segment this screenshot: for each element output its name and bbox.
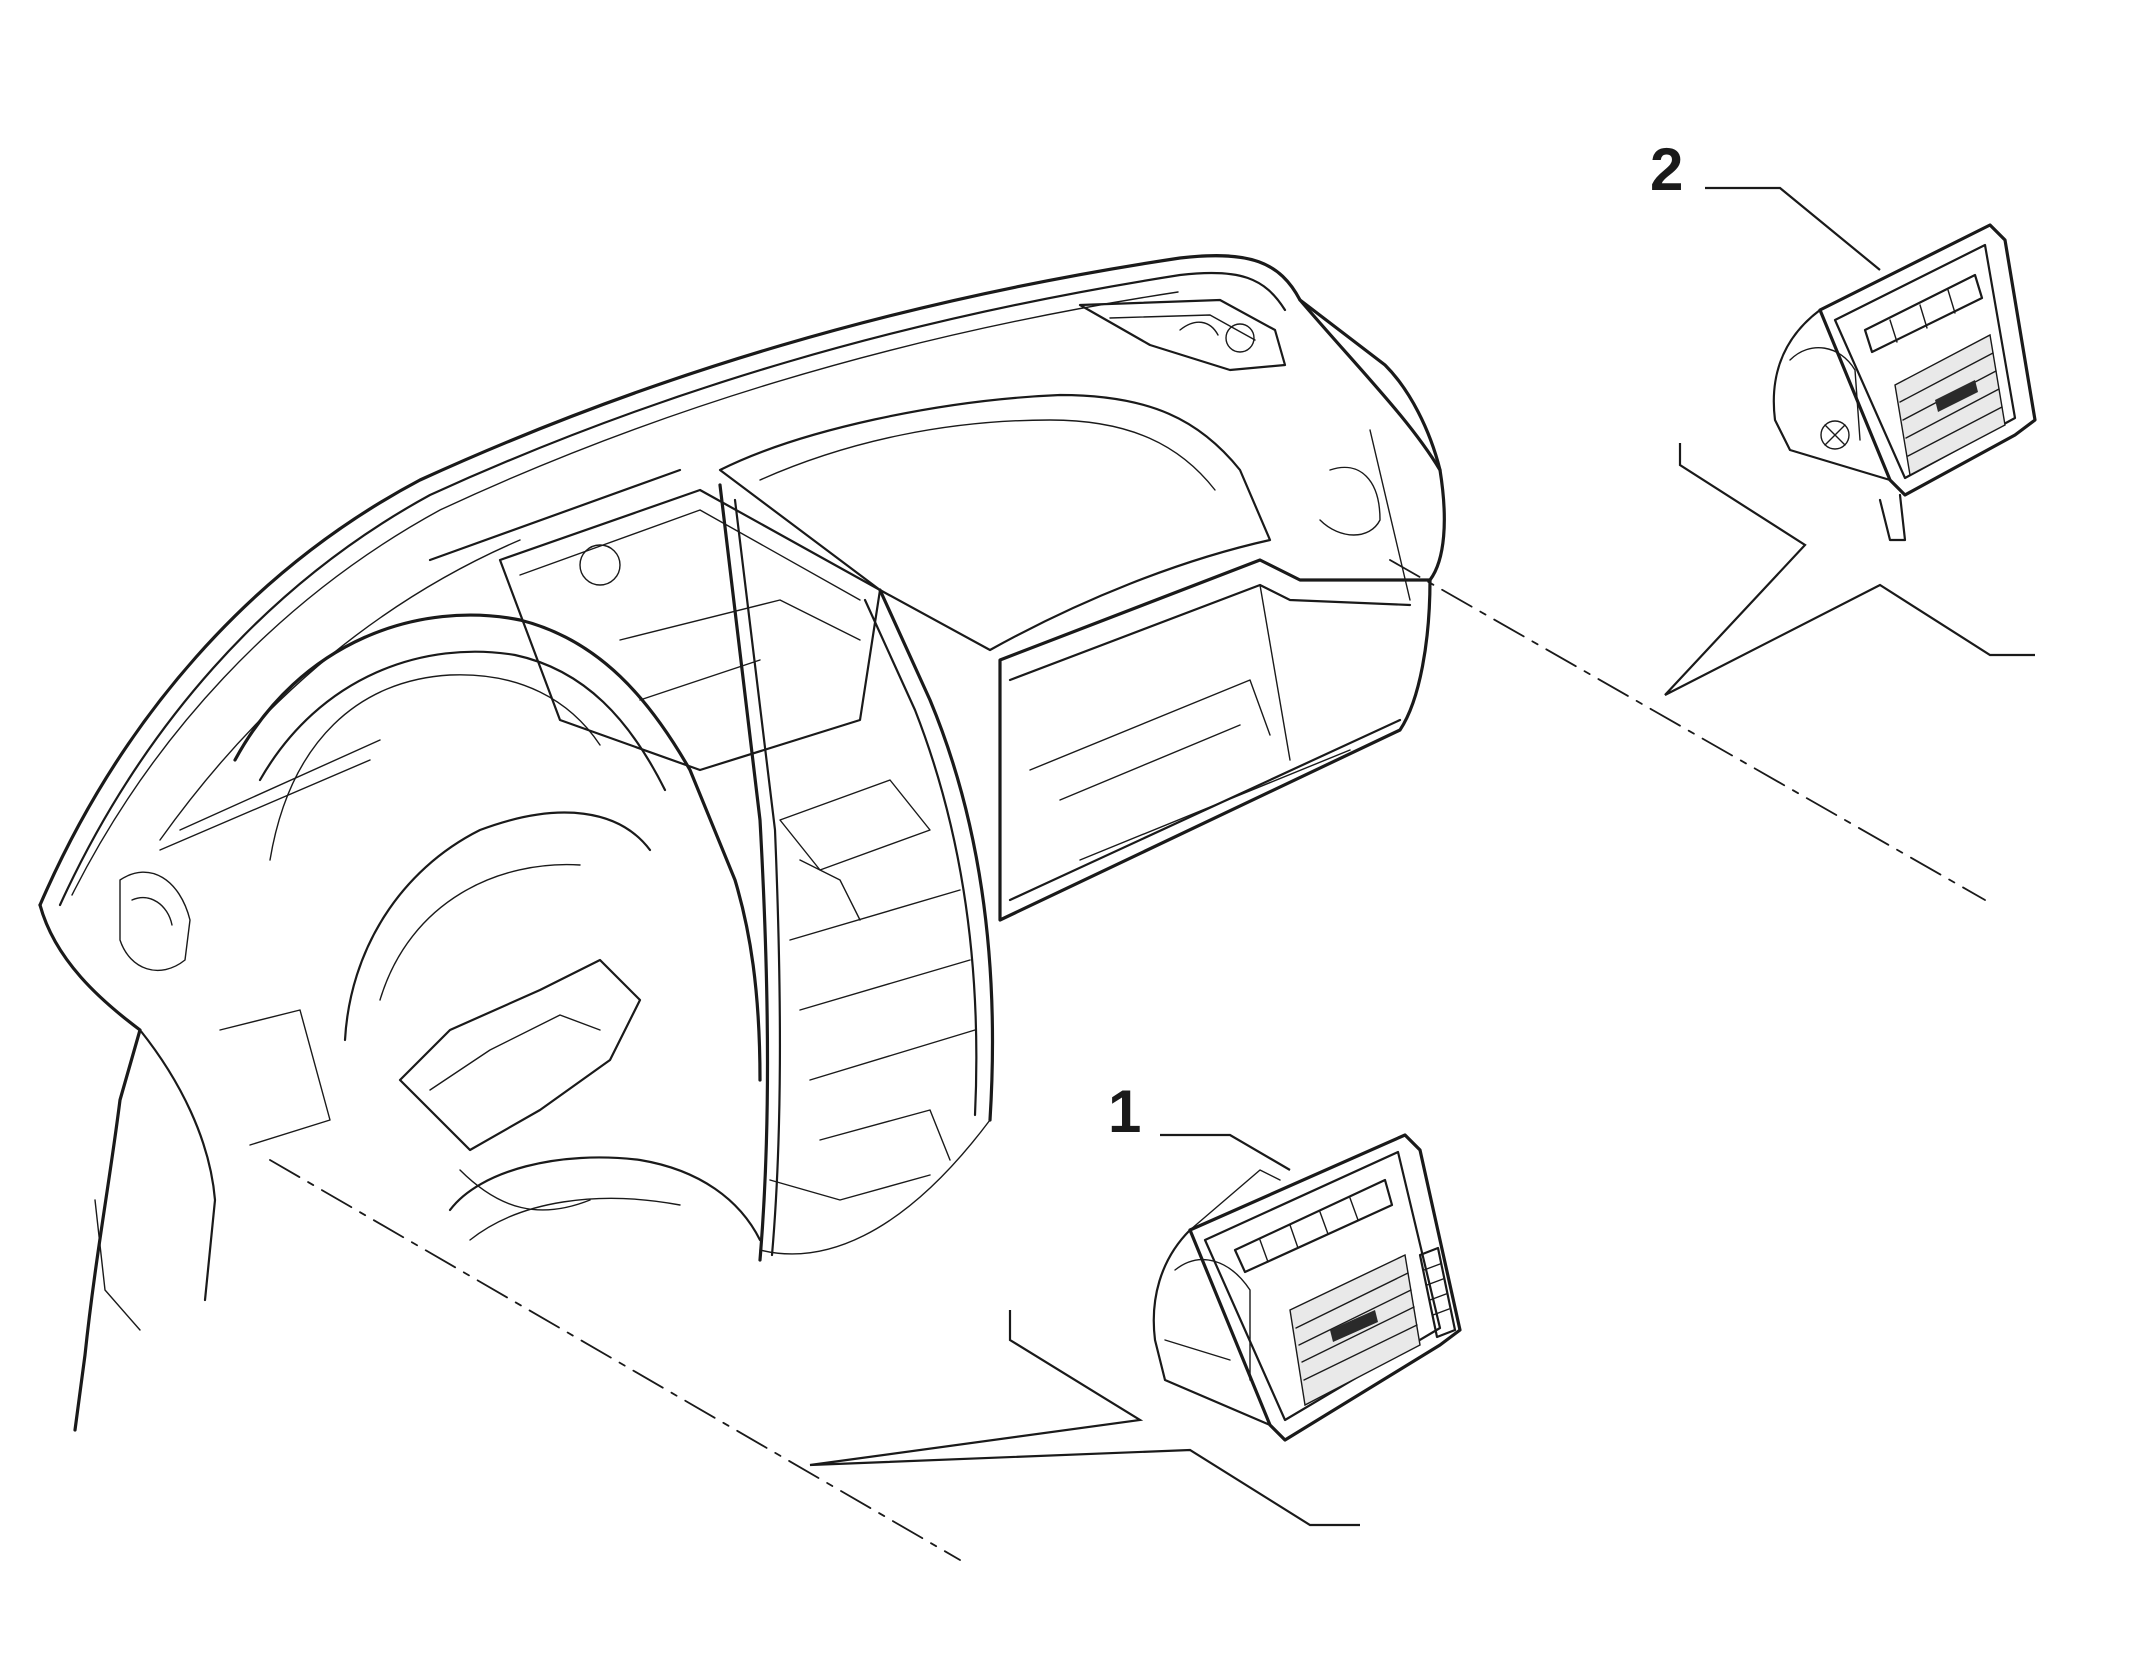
air-vent-part-2 [1772,223,2037,542]
dashboard-assembly [38,254,1446,1432]
leader-lines-part-1 [809,1133,1360,1527]
assembly-line-part-1 [269,1159,961,1561]
leader-lines-part-2 [1664,186,2035,696]
callout-number-2: 2 [1650,136,1683,203]
callout-number-1: 1 [1108,1078,1141,1145]
assembly-line-part-2 [1389,559,1986,901]
air-vent-part-1 [1152,1133,1462,1442]
